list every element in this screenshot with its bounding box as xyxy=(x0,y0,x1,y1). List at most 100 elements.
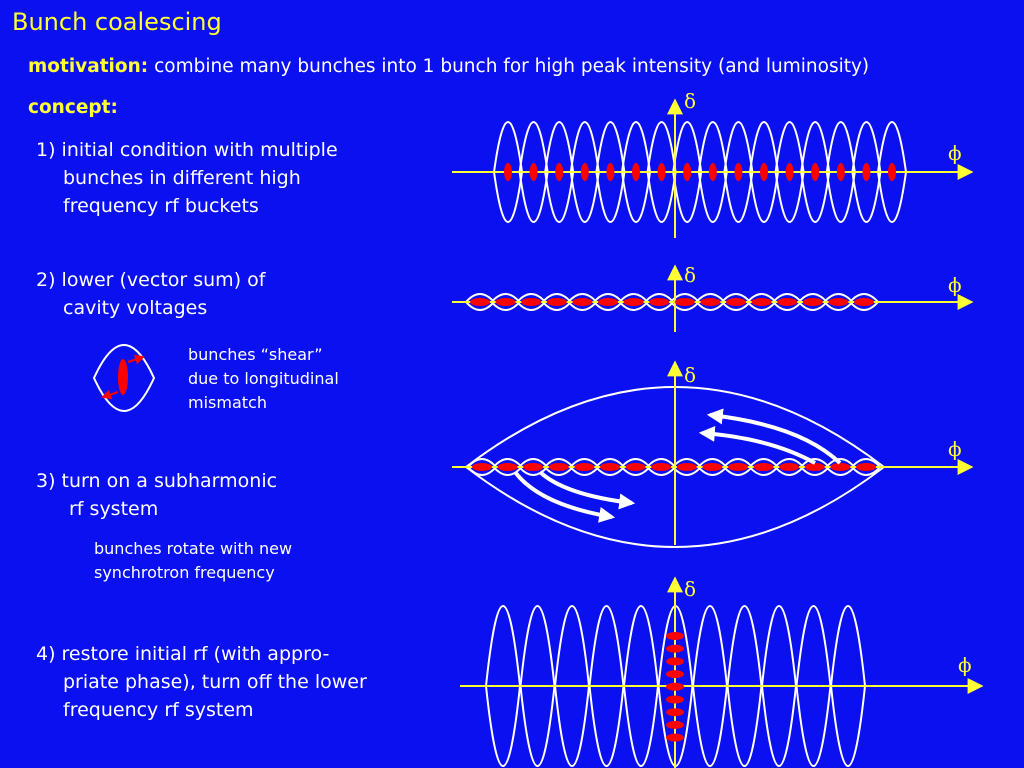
slide-title: Bunch coalescing xyxy=(12,8,222,36)
p4-bunch xyxy=(666,682,684,691)
step-4-line-1: 4) restore initial rf (with appro- xyxy=(36,643,330,665)
step-2-line-2: cavity voltages xyxy=(63,297,208,319)
motivation-label: motivation: xyxy=(28,56,149,77)
step-4-line-3: frequency rf system xyxy=(63,699,254,721)
p1-bunch xyxy=(504,163,512,181)
p3-bunch xyxy=(753,463,774,471)
panel-4-restored: δϕ xyxy=(460,576,984,768)
motivation-text: combine many bunches into 1 bunch for hi… xyxy=(154,56,870,77)
p2-bunch xyxy=(828,298,849,306)
p3-rotation-arrow xyxy=(706,408,842,465)
p4-phi-label: ϕ xyxy=(958,653,972,677)
p3-bunch xyxy=(779,463,800,471)
step-4-line-2: priate phase), turn off the lower xyxy=(63,671,367,693)
p4-delta-label: δ xyxy=(684,577,696,601)
p3-bunch xyxy=(625,463,646,471)
p1-bunch xyxy=(760,163,768,181)
p2-delta-label: δ xyxy=(684,263,696,287)
p2-bunch xyxy=(546,298,567,306)
rotate-note-line-1: bunches rotate with new xyxy=(94,539,293,558)
p2-bunch xyxy=(495,298,516,306)
shear-inset-arrow-left xyxy=(101,389,119,400)
p3-bunch xyxy=(676,463,697,471)
p4-bunch xyxy=(666,708,684,717)
p1-bunch xyxy=(785,163,794,181)
p4-bunch xyxy=(666,670,684,679)
p2-bunch xyxy=(572,298,593,306)
p3-bunch xyxy=(856,463,876,471)
p4-bunch xyxy=(666,720,684,729)
p2-bunch xyxy=(726,298,746,306)
p2-bunch xyxy=(777,298,798,306)
p2-bunch xyxy=(751,298,772,306)
p3-bunch xyxy=(548,463,569,471)
p1-bunch xyxy=(529,163,538,181)
p1-delta-label: δ xyxy=(684,89,696,113)
p1-bunch xyxy=(811,163,820,181)
p1-bunch xyxy=(555,163,564,181)
rotate-note: bunches rotate with new synchrotron freq… xyxy=(94,537,292,585)
shear-inset-bunch xyxy=(118,359,128,395)
step-1-line-2: bunches in different high xyxy=(63,167,301,189)
p3-bunch xyxy=(574,463,595,471)
p1-bunch xyxy=(580,163,589,181)
p1-bunch xyxy=(862,163,871,181)
p3-rotation-arrow xyxy=(538,470,636,510)
p3-bunch xyxy=(497,463,518,471)
p2-bunch xyxy=(854,298,874,306)
p2-bunch xyxy=(700,298,721,306)
p2-phi-label: ϕ xyxy=(948,273,962,297)
p3-delta-label: δ xyxy=(684,363,696,387)
shear-inset-bucket xyxy=(92,344,156,412)
p4-bunch xyxy=(666,695,684,704)
p3-bunch xyxy=(651,463,672,471)
step-1-line-3: frequency rf buckets xyxy=(63,195,259,217)
shear-inset xyxy=(92,344,156,412)
rotate-note-line-2: synchrotron frequency xyxy=(94,563,275,582)
p2-bunch xyxy=(623,298,644,306)
shear-note-line-3: mismatch xyxy=(188,393,267,412)
p1-bunch xyxy=(836,163,845,181)
p1-bunch xyxy=(683,163,692,181)
p4-bunch xyxy=(666,644,684,653)
step-3-text: 3) turn on a subharmonic rf system xyxy=(36,467,277,523)
p1-bunch xyxy=(734,163,743,181)
step-3-line-1: 3) turn on a subharmonic xyxy=(36,470,278,492)
p3-bunch xyxy=(523,463,544,471)
shear-note-line-1: bunches “shear” xyxy=(188,345,323,364)
shear-note: bunches “shear” due to longitudinal mism… xyxy=(188,343,339,415)
step-3-line-2: rf system xyxy=(69,498,159,520)
p1-bunch xyxy=(708,163,717,181)
motivation-line: motivation: combine many bunches into 1 … xyxy=(28,56,869,77)
p2-bunch xyxy=(521,298,542,306)
p3-rotation-arrow xyxy=(698,425,816,465)
panel-1-initial: δϕ xyxy=(452,89,974,238)
shear-note-line-2: due to longitudinal xyxy=(188,369,339,388)
p3-bunch xyxy=(472,463,492,471)
p3-bunch xyxy=(830,463,851,471)
p2-bunch xyxy=(470,298,490,306)
p2-bunch xyxy=(649,298,670,306)
concept-label: concept: xyxy=(28,97,118,118)
p1-bunch xyxy=(888,163,896,181)
p4-bunch xyxy=(666,657,684,666)
step-2-text: 2) lower (vector sum) of cavity voltages xyxy=(36,266,265,322)
p2-bunch xyxy=(674,298,695,306)
p3-rotation-arrow xyxy=(513,470,616,523)
step-4-text: 4) restore initial rf (with appro- priat… xyxy=(36,640,367,724)
p1-bunch xyxy=(632,163,640,181)
p1-bunch xyxy=(657,163,666,181)
p3-bunch xyxy=(804,463,825,471)
p4-bunch xyxy=(666,733,684,742)
step-2-line-1: 2) lower (vector sum) of xyxy=(36,269,266,291)
p1-bunch xyxy=(606,163,615,181)
p2-bunch xyxy=(802,298,823,306)
p3-bunch xyxy=(600,463,620,471)
p4-bunch xyxy=(666,632,684,640)
p3-bunch xyxy=(702,463,723,471)
shear-inset-arrow-right xyxy=(127,354,145,365)
p1-phi-label: ϕ xyxy=(948,141,962,165)
p2-bunch xyxy=(598,298,618,306)
